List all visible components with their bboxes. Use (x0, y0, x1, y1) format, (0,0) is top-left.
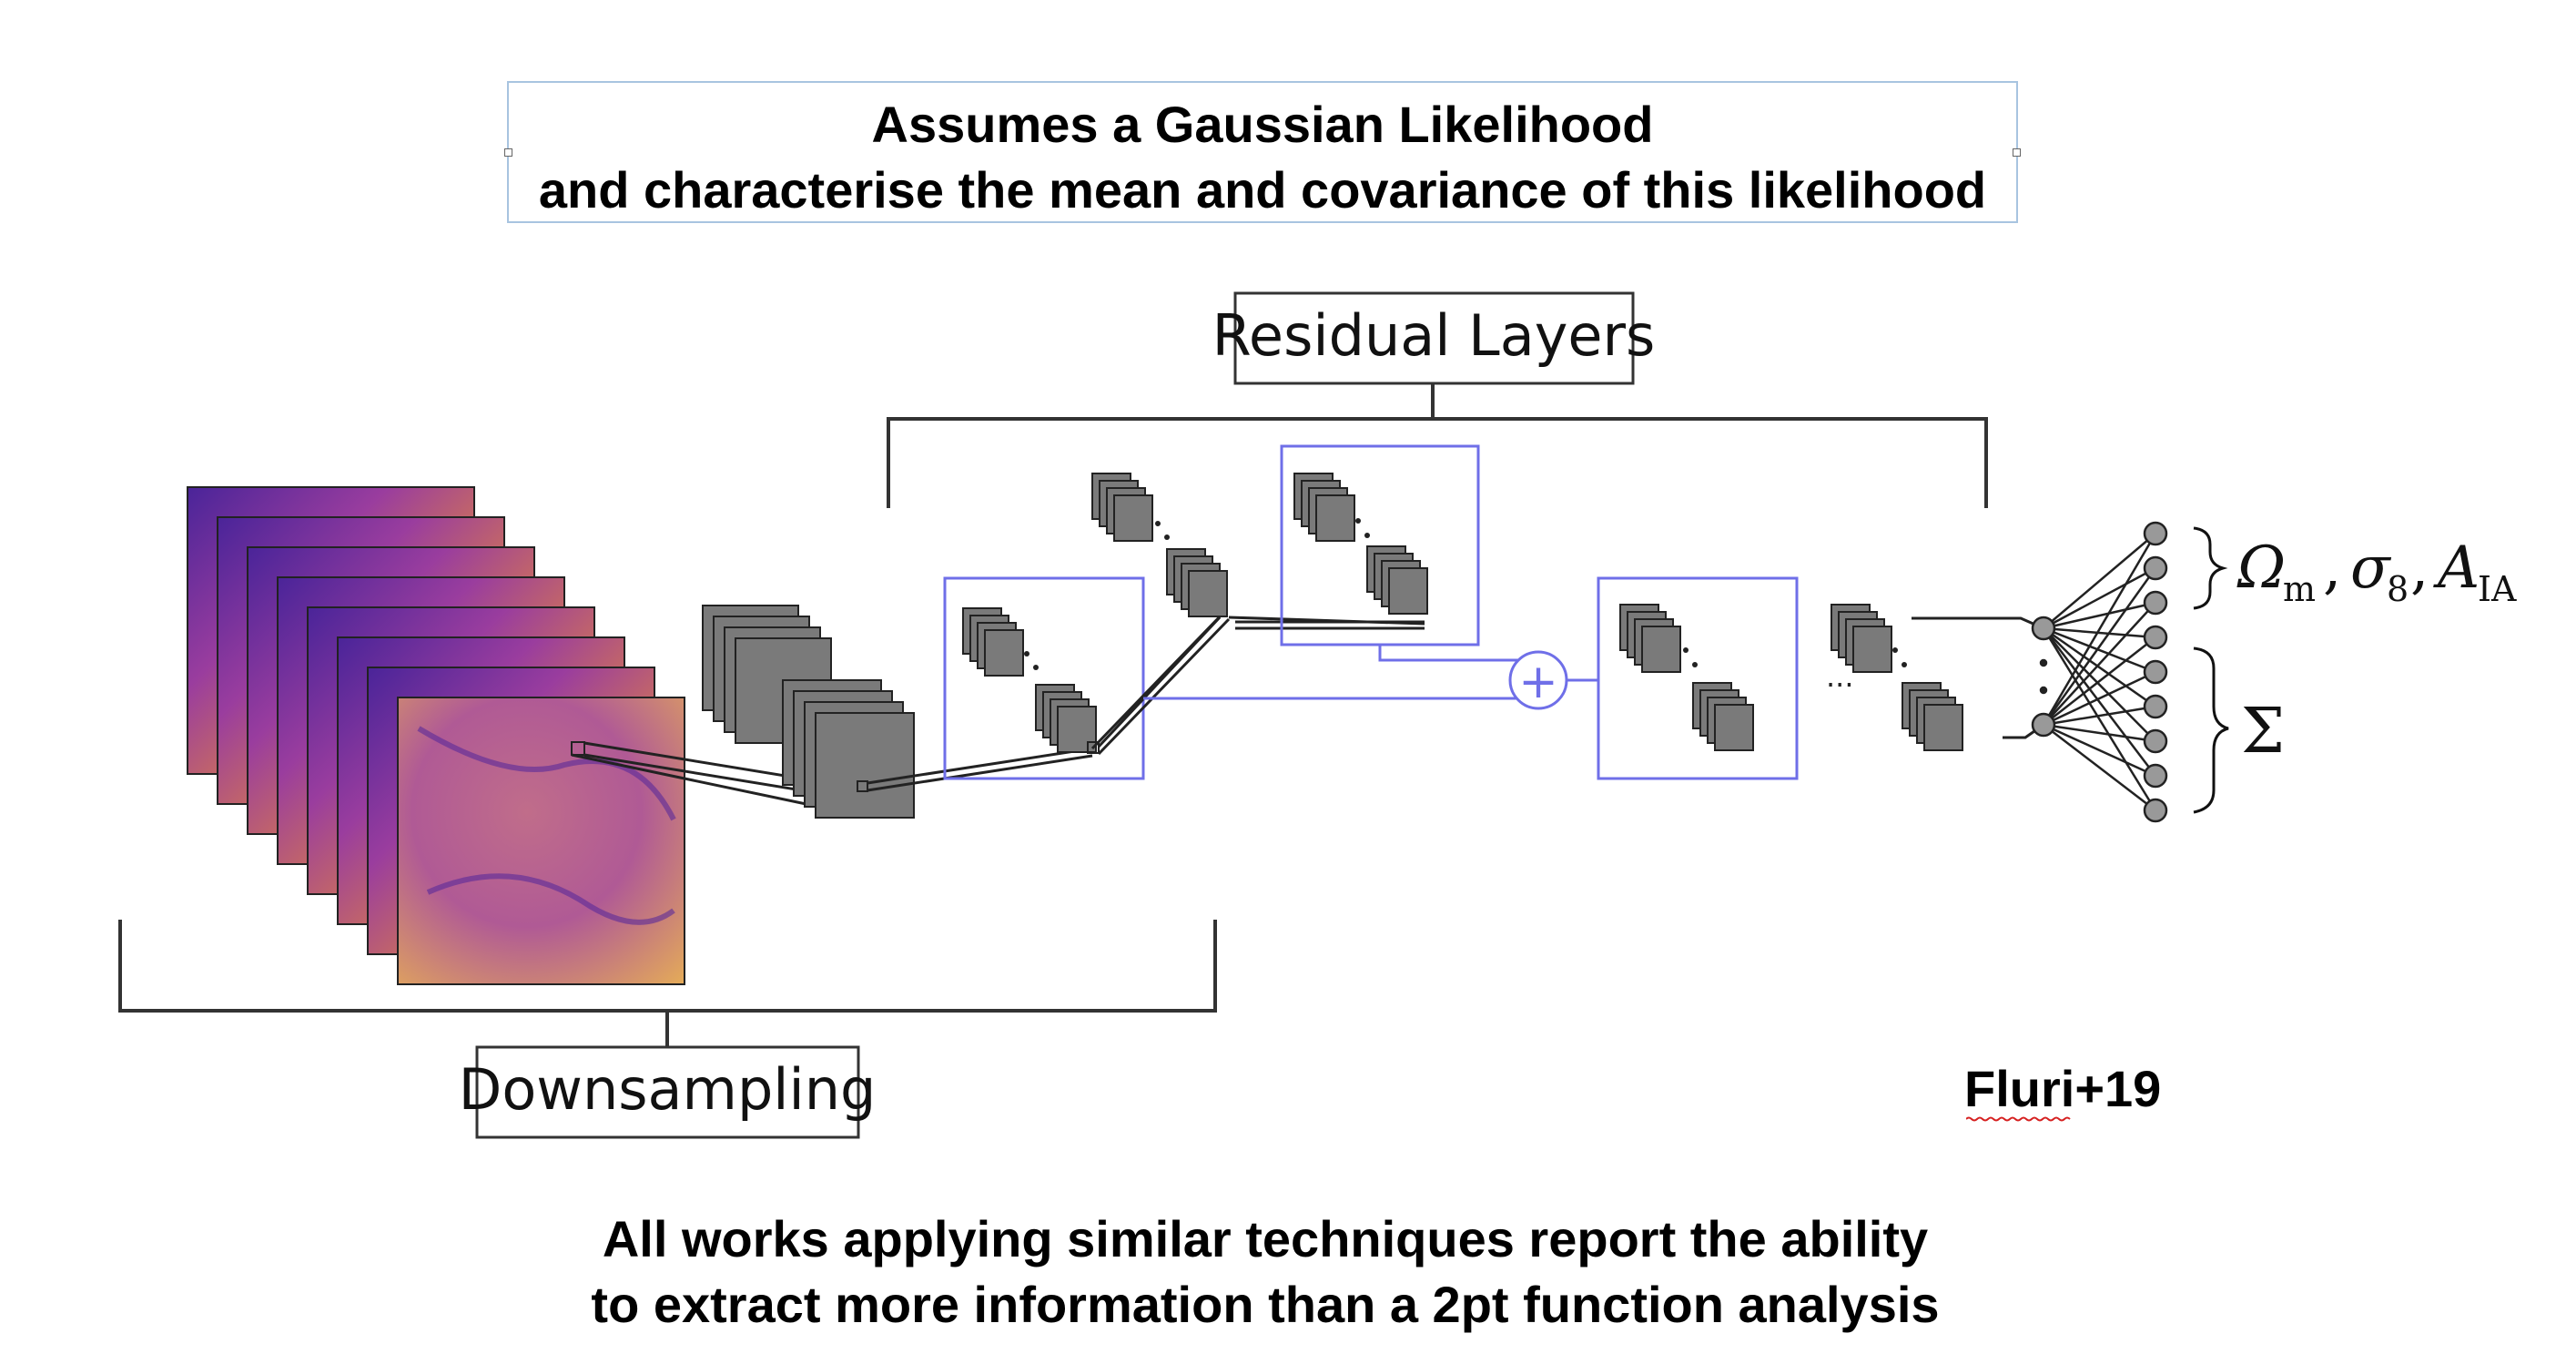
residual-block-2 (1280, 444, 1480, 646)
svg-text:m: m (2283, 569, 2316, 609)
residual-layers-text: Residual Layers (1212, 302, 1656, 369)
covariance-label: Σ (2241, 696, 2285, 768)
svg-text:Ω: Ω (2236, 534, 2286, 602)
svg-text:,: , (2410, 534, 2429, 602)
residual-middle-stack (1091, 473, 1228, 617)
svg-text:+: + (1518, 655, 1558, 709)
residual-bracket (887, 383, 1988, 508)
residual-block-3 (1597, 576, 1799, 780)
plus-node: + (1508, 650, 1568, 710)
title-line-1: Assumes a Gaussian Likelihood (871, 96, 1654, 153)
brace-covariance (2193, 646, 2229, 814)
textbox-handle-right[interactable] (2013, 148, 2021, 157)
spellcheck-underline (1966, 1116, 2071, 1122)
footer-line-1: All works applying similar techniques re… (602, 1210, 1929, 1267)
footer-line-2: to extract more information than a 2pt f… (591, 1276, 1940, 1333)
textbox-handle-left[interactable] (504, 148, 512, 157)
downsampling-label: Downsampling (459, 1045, 877, 1139)
title-line-2: and characterise the mean and covariance… (538, 161, 1987, 219)
downsample-blocks (702, 605, 915, 819)
final-stack (1831, 604, 1963, 751)
svg-text:A: A (2433, 534, 2480, 602)
dense-network (2031, 521, 2168, 823)
credit-label: Fluri+19 (1964, 1060, 2162, 1117)
residual-layers-label: Residual Layers (1212, 291, 1656, 385)
input-map-stack (187, 486, 685, 985)
svg-text:8: 8 (2387, 569, 2409, 609)
svg-text:IA: IA (2478, 569, 2517, 609)
output-params-label: Ω m , σ 8 , A IA (2236, 534, 2517, 609)
residual-block-1 (943, 576, 1145, 780)
brace-params (2193, 526, 2228, 610)
svg-text:,: , (2323, 534, 2341, 602)
downsampling-bracket (118, 920, 1217, 1047)
title-textbox[interactable]: Assumes a Gaussian Likelihood and charac… (504, 81, 2021, 223)
svg-text:σ: σ (2350, 534, 2392, 602)
downsampling-text: Downsampling (459, 1056, 877, 1123)
